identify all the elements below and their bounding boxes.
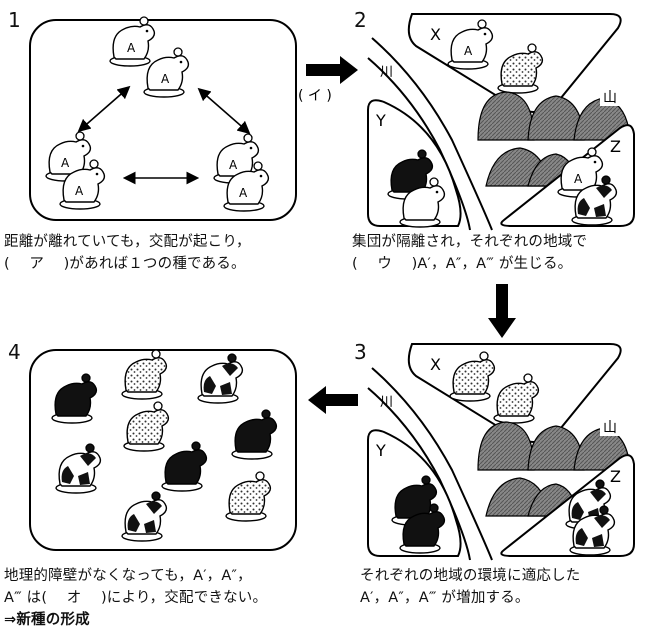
mountain-label-bg bbox=[600, 416, 626, 436]
caption-2-line-2: ( ウ )A′，A″，A‴ が生じる。 bbox=[352, 256, 573, 272]
river-label: 川 bbox=[380, 395, 393, 410]
caption-3-line-2: A′，A″，A‴ が増加する。 bbox=[360, 590, 530, 606]
mouse-label-a: A bbox=[574, 172, 583, 186]
region-z-label: Z bbox=[610, 467, 621, 486]
panel-3: 川 X Y 山 Z bbox=[367, 343, 635, 561]
arrow-1-2-label: ( イ ) bbox=[298, 88, 332, 104]
caption-2-line-1: 集団が隔離され，それぞれの地域で bbox=[352, 234, 588, 250]
region-x-label: X bbox=[430, 355, 441, 374]
caption-3-line-1: それぞれの地域の環境に適応した bbox=[360, 568, 581, 584]
arrow-3-to-4 bbox=[308, 386, 358, 414]
caption-1-line-2: ( ア )があれば１つの種である。 bbox=[4, 256, 246, 272]
mountain-label: 山 bbox=[603, 90, 617, 106]
region-y-label: Y bbox=[375, 111, 386, 130]
mountain-label: 山 bbox=[603, 420, 617, 436]
double-arrow bbox=[197, 87, 251, 135]
river-line-1 bbox=[371, 37, 493, 231]
panel-1-number: 1 bbox=[8, 8, 21, 32]
mouse-label-a: A bbox=[464, 44, 473, 58]
river-label: 川 bbox=[380, 65, 393, 80]
region-z-label: Z bbox=[610, 137, 621, 156]
panel-1-arrows bbox=[77, 85, 251, 185]
arrow-1-to-2 bbox=[306, 56, 358, 84]
panel-4-number: 4 bbox=[8, 340, 21, 364]
caption-4-line-2: A‴ は( オ )により，交配できない。 bbox=[4, 590, 268, 606]
panel-3-number: 3 bbox=[354, 340, 367, 364]
mouse-label-a: A bbox=[161, 72, 170, 86]
mouse-label-a: A bbox=[75, 184, 84, 198]
panel-2: 川 X A Y 山 Z A bbox=[367, 13, 635, 231]
panel-2-number: 2 bbox=[354, 8, 367, 32]
mountain-label-bg bbox=[600, 86, 626, 106]
mouse-label-a: A bbox=[127, 41, 136, 55]
mouse-label-a: A bbox=[229, 158, 238, 172]
double-arrow bbox=[77, 85, 131, 133]
mountains bbox=[477, 421, 631, 517]
region-x-label: X bbox=[430, 25, 441, 44]
region-y-label: Y bbox=[375, 441, 386, 460]
conclusion-text: ⇒新種の形成 bbox=[4, 612, 90, 628]
caption-1-line-1: 距離が離れていても，交配が起こり， bbox=[4, 234, 251, 250]
mouse-label-a: A bbox=[61, 156, 70, 170]
river-line-1 bbox=[371, 367, 493, 561]
panel-1-mouse-labels: A A A A A A bbox=[61, 41, 248, 200]
arrow-2-to-3 bbox=[488, 284, 516, 338]
caption-4-line-1: 地理的障壁がなくなっても，A′，A″， bbox=[4, 568, 252, 584]
mouse-label-a: A bbox=[239, 186, 248, 200]
